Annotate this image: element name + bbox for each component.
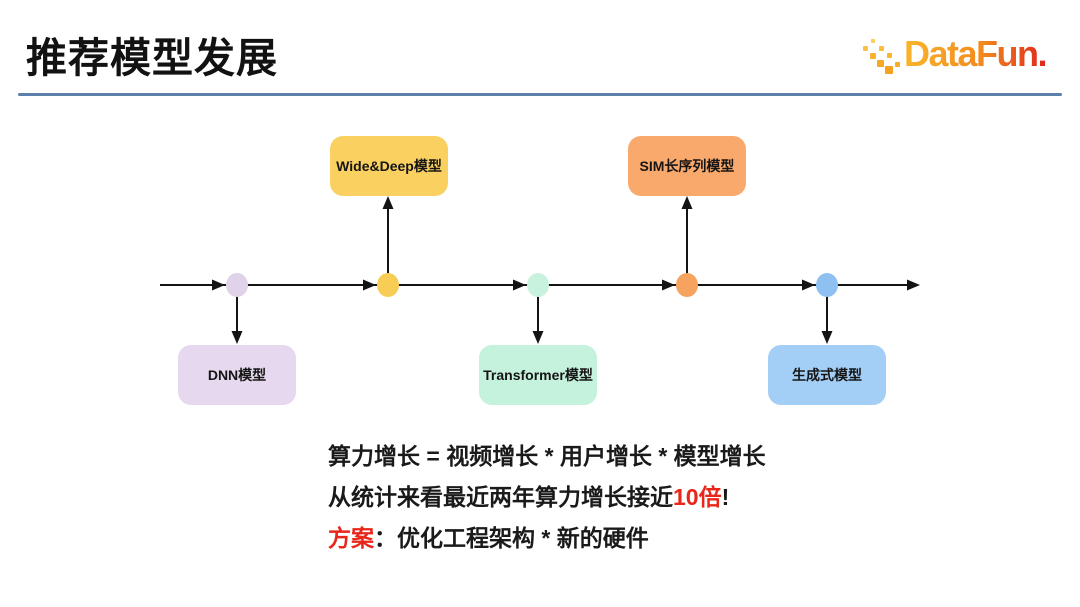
down-arrow-icon [231, 331, 243, 344]
timeline-dot-generative [816, 273, 838, 297]
node-label: 生成式模型 [792, 367, 862, 383]
axis-arrow-icon [212, 279, 225, 291]
up-arrow-icon [382, 196, 394, 209]
notes-block: 算力增长 = 视频增长 * 用户增长 * 模型增长 从统计来看最近两年算力增长接… [328, 436, 766, 559]
timeline-dot-sim [676, 273, 698, 297]
highlight-10x: 10倍 [673, 484, 722, 510]
connector-sim [681, 196, 693, 274]
down-arrow-icon [532, 331, 544, 344]
timeline-dot-transformer [527, 273, 549, 297]
note-line-3: 方案：优化工程架构 * 新的硬件 [328, 525, 649, 551]
axis-end-arrow-icon [907, 279, 920, 291]
axis-arrow-icon [802, 279, 815, 291]
logo-wordmark: DataFun. [904, 33, 1048, 74]
node-label: Transformer模型 [483, 367, 593, 383]
highlight-plan: 方案 [328, 525, 374, 551]
node-box-wide-deep: Wide&Deep模型 [330, 136, 448, 196]
down-arrow-icon [821, 331, 833, 344]
node-box-sim: SIM长序列模型 [628, 136, 746, 196]
timeline-dot-wide-deep [377, 273, 399, 297]
node-box-generative: 生成式模型 [768, 345, 886, 405]
page-title: 推荐模型发展 [26, 35, 278, 81]
node-box-dnn: DNN模型 [178, 345, 296, 405]
node-label: DNN模型 [207, 367, 267, 383]
connector-dnn [231, 296, 243, 344]
note-line-1: 算力增长 = 视频增长 * 用户增长 * 模型增长 [328, 443, 766, 469]
axis-arrow-icon [662, 279, 675, 291]
connector-generative [821, 296, 833, 344]
connector-wide-deep [382, 196, 394, 274]
axis-arrow-icon [513, 279, 526, 291]
node-label: SIM长序列模型 [639, 158, 735, 174]
title-divider [18, 93, 1062, 96]
timeline-dot-dnn [226, 273, 248, 297]
connector-transformer [532, 296, 544, 344]
node-label: Wide&Deep模型 [336, 158, 442, 174]
datafun-logo: DataFun. [862, 33, 1052, 81]
node-box-transformer: Transformer模型 [479, 345, 597, 405]
logo-pixels-icon [862, 33, 904, 81]
up-arrow-icon [681, 196, 693, 209]
note-line-2: 从统计来看最近两年算力增长接近10倍! [328, 484, 730, 510]
axis-arrow-icon [363, 279, 376, 291]
